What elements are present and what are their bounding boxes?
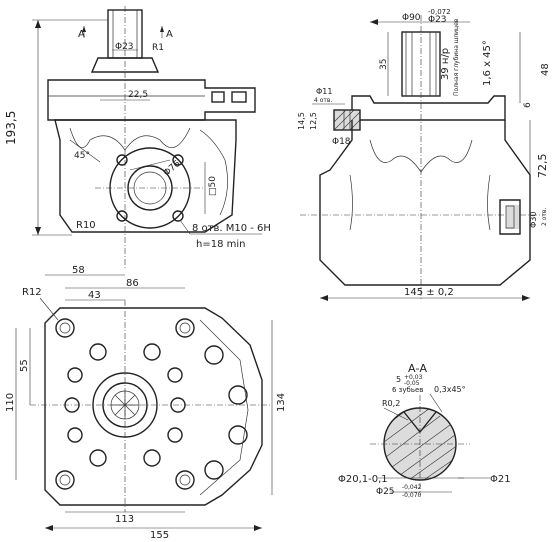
root-radius-label: R0,2: [382, 399, 400, 408]
corner-radius-label: R12: [22, 287, 42, 298]
width-top-label: 22,5: [128, 90, 148, 100]
bore-count-label: 4 отв.: [314, 97, 332, 104]
dim-12-5-label: 12,5: [309, 112, 318, 130]
front-view: 193,5 А А Φ23 R1 22,5 45° Φ76 □50 R10 8 …: [4, 6, 271, 270]
tooth-width-label: 5: [396, 375, 401, 384]
dim-43-label: 43: [88, 290, 101, 301]
corner-bolt-tr: [175, 318, 195, 338]
dim-14-5-label: 14,5: [297, 112, 306, 130]
shaft-top-tol-label: -0,072: [428, 8, 451, 16]
section-view: А-А 5 +0,03 -0,05 6 зубьев 0,3х45° R0,2 …: [338, 362, 511, 499]
flange-height-label: 48: [540, 63, 551, 76]
thread-depth-label: h=18 min: [196, 239, 245, 250]
dim-58-label: 58: [72, 265, 85, 276]
side-flange: [351, 95, 506, 121]
shaft-top-diameter-label: Φ90: [402, 13, 421, 23]
corner-bolt-bl: [55, 470, 75, 490]
spline-diameter-label: Φ25: [376, 487, 395, 497]
dim-155-label: 155: [150, 530, 169, 541]
base-width-label: 145 ± 0,2: [404, 287, 454, 298]
section-title: А-А: [408, 362, 427, 375]
dim-86-label: 86: [126, 278, 139, 289]
pilot-diameter-label: Φ18: [332, 137, 351, 147]
thread-note-label: 8 отв. М10 - 6Н: [192, 223, 271, 234]
bottom-view: 58 86 43 R12 55 110 134 113 155: [5, 265, 287, 541]
tooth-tol2-label: -0,05: [404, 380, 420, 387]
side-body: [319, 120, 531, 286]
center-height-label: 72,5: [536, 154, 549, 179]
spline-tol2-label: -0,070: [402, 492, 422, 499]
shaft-diameter-label: Φ23: [115, 42, 134, 52]
flange-lug: [211, 91, 225, 103]
tooth-tol-label: +0,03: [404, 374, 423, 381]
flange-dim-label: 6: [523, 102, 533, 108]
corner-bolt-tl: [55, 318, 75, 338]
side-view: Φ90 -0,072 Φ23 35 39 н/р Полная глубина …: [297, 8, 551, 301]
angle-label: 45°: [74, 151, 90, 161]
dim-55-label: 55: [19, 359, 30, 372]
section-mark-right: А: [166, 29, 173, 40]
spline-label: Φ23: [428, 15, 447, 25]
height-small-label: □50: [208, 176, 218, 196]
chamfer-side-label: 1,6 х 45°: [482, 40, 493, 86]
teeth-note-label: 6 зубьев: [392, 386, 423, 394]
pump-body: [54, 119, 237, 233]
dim-110-label: 110: [5, 393, 16, 412]
section-chamfer-label: 0,3х45°: [434, 385, 466, 394]
side-port: [499, 199, 521, 235]
flange-section: [334, 110, 360, 130]
corner-bolt-br: [175, 470, 195, 490]
total-height-label: 193,5: [4, 111, 18, 145]
dim-113-label: 113: [115, 514, 134, 525]
fillet-radius-label: R10: [76, 220, 96, 231]
spline-tol-label: -0,042: [402, 484, 422, 491]
spline-note2-label: Полная глубина шлицев: [453, 18, 460, 96]
port-count-label: 2 отв.: [541, 208, 548, 226]
pitch-diameter-label: Φ21: [490, 474, 511, 485]
bottom-outline: [44, 307, 263, 506]
dim-134-label: 134: [276, 393, 287, 412]
outer-diameter-label: Φ20,1-0,1: [338, 474, 388, 485]
bore-diameter-label: Φ11: [316, 87, 332, 96]
shaft-height-label: 35: [379, 59, 389, 70]
shaft-collar: [90, 57, 160, 73]
spline-note-label: 39 н/р: [440, 48, 451, 80]
port-diameter-label: Φ30: [529, 212, 538, 228]
section-mark-left: А: [78, 29, 85, 40]
radius-top-label: R1: [152, 43, 164, 53]
